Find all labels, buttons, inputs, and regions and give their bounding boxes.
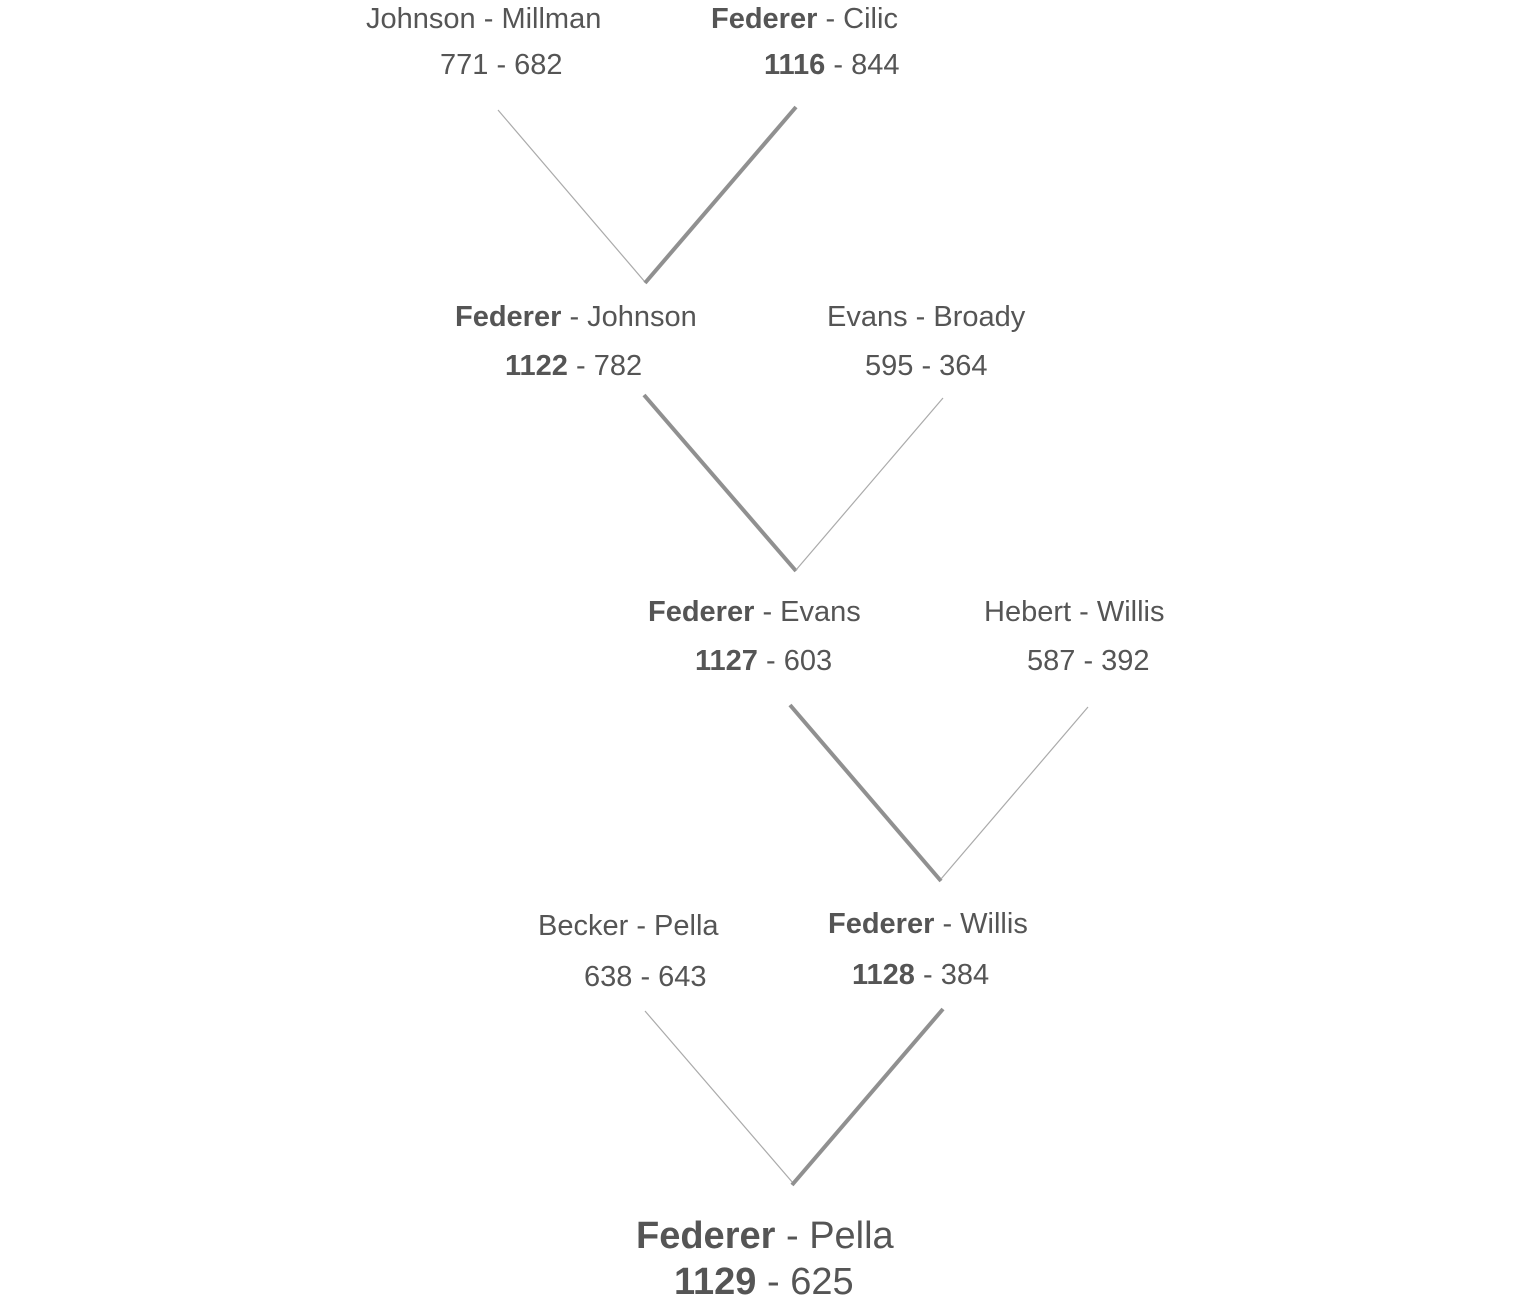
match-score: 1128 - 384	[852, 961, 989, 990]
separator: -	[561, 301, 588, 333]
score-2: 643	[658, 961, 707, 993]
player-2: Willis	[1096, 596, 1165, 628]
match-players: Evans - Broady	[827, 303, 1025, 332]
edge-r1a-to-r2a	[497, 109, 646, 283]
match-score: 638 - 643	[584, 963, 707, 992]
edge-r2a-to-r3a	[642, 393, 798, 573]
final-score: 1129 - 625	[674, 1263, 854, 1301]
match-players: Federer - Cilic	[711, 5, 898, 34]
score-2: 392	[1101, 645, 1150, 677]
player-1: Hebert	[984, 596, 1072, 628]
separator: -	[756, 1261, 791, 1303]
score-2: 844	[851, 49, 900, 81]
match-players: Federer - Willis	[828, 910, 1028, 939]
score-2: 682	[514, 49, 563, 81]
edge-r2b-to-r3a	[795, 397, 944, 571]
score-2: 782	[593, 350, 643, 382]
player-1-winner: Federer	[648, 596, 755, 628]
score-2: 384	[940, 959, 990, 991]
score-1: 771	[440, 49, 489, 81]
edge-r3b-to-r4b	[940, 706, 1089, 880]
final-score-2: 625	[790, 1261, 854, 1303]
separator: -	[825, 49, 852, 81]
match-score: 1127 - 603	[695, 647, 832, 676]
final-player-1-winner: Federer	[636, 1215, 776, 1257]
edge-r4b-to-final	[790, 1007, 945, 1187]
final-score-1-winner: 1129	[674, 1261, 757, 1303]
player-1: Evans	[827, 301, 908, 333]
edge-r3a-to-r4b	[788, 703, 943, 883]
separator: -	[475, 3, 502, 35]
separator: -	[757, 645, 784, 677]
player-1: Becker	[538, 910, 629, 942]
player-2: Willis	[960, 908, 1028, 940]
player-2: Millman	[501, 3, 602, 35]
player-2: Johnson	[587, 301, 697, 333]
separator: -	[907, 301, 934, 333]
match-players: Becker - Pella	[538, 912, 719, 941]
score-1-winner: 1127	[695, 645, 758, 677]
score-2: 603	[783, 645, 833, 677]
player-1-winner: Federer	[828, 908, 935, 940]
separator: -	[1075, 645, 1102, 677]
separator: -	[567, 350, 594, 382]
separator: -	[1071, 596, 1097, 628]
separator: -	[488, 49, 515, 81]
separator: -	[817, 3, 844, 35]
match-score: 1122 - 782	[505, 352, 642, 381]
score-1: 587	[1027, 645, 1076, 677]
player-2: Broady	[933, 301, 1026, 333]
final-player-2: Pella	[809, 1215, 894, 1257]
score-1: 595	[865, 350, 914, 382]
player-2: Pella	[654, 910, 719, 942]
match-players: Federer - Evans	[648, 598, 861, 627]
match-score: 1116 - 844	[764, 51, 900, 80]
separator: -	[754, 596, 781, 628]
player-1: Johnson	[366, 3, 476, 35]
edge-r1b-to-r2a	[643, 105, 798, 285]
player-2: Cilic	[843, 3, 898, 35]
final-players: Federer - Pella	[636, 1217, 894, 1255]
match-score: 587 - 392	[1027, 647, 1150, 676]
separator: -	[632, 961, 659, 993]
match-players: Hebert - Willis	[984, 598, 1164, 627]
score-1-winner: 1128	[852, 959, 915, 991]
player-2: Evans	[780, 596, 861, 628]
separator: -	[628, 910, 655, 942]
separator: -	[775, 1215, 810, 1257]
player-1-winner: Federer	[711, 3, 818, 35]
separator: -	[913, 350, 940, 382]
match-score: 595 - 364	[865, 352, 988, 381]
score-1-winner: 1116	[764, 49, 826, 81]
edge-r4a-to-final	[644, 1010, 794, 1184]
separator: -	[914, 959, 941, 991]
score-2: 364	[939, 350, 988, 382]
score-1-winner: 1122	[505, 350, 568, 382]
score-1: 638	[584, 961, 633, 993]
separator: -	[934, 908, 961, 940]
player-1-winner: Federer	[455, 301, 562, 333]
match-players: Johnson - Millman	[366, 5, 601, 34]
match-players: Federer - Johnson	[455, 303, 697, 332]
match-score: 771 - 682	[440, 51, 563, 80]
